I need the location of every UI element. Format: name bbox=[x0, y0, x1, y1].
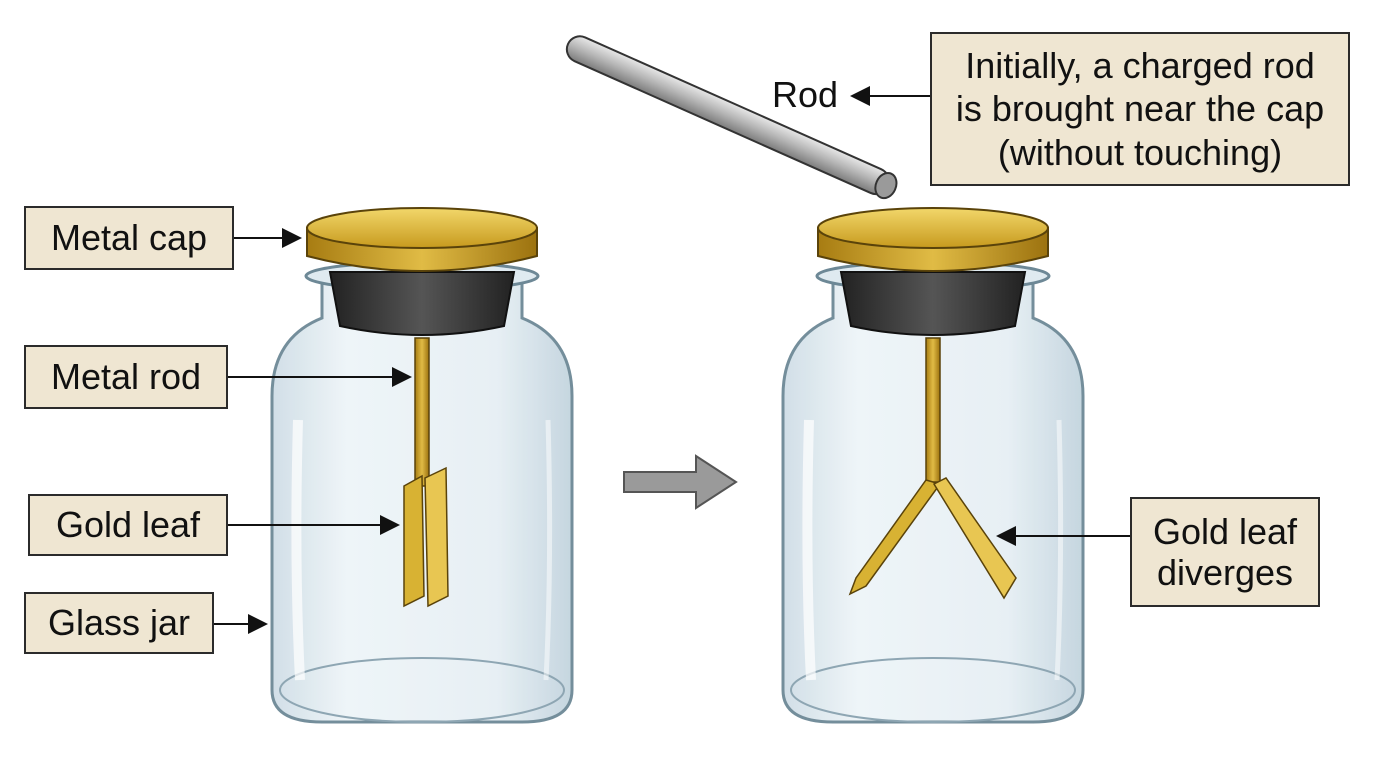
rod-label: Rod bbox=[772, 74, 839, 115]
metal-rod-label: Metal rod bbox=[24, 345, 228, 409]
right-gold-leaf-diverged bbox=[848, 477, 1017, 600]
leader-arrows bbox=[214, 86, 1130, 634]
right-glass-jar bbox=[781, 280, 1085, 724]
right-electroscope bbox=[781, 207, 1085, 724]
right-metal-cap bbox=[817, 207, 1049, 272]
metal-cap-label: Metal cap bbox=[24, 206, 234, 270]
left-electroscope bbox=[270, 207, 574, 724]
left-stopper bbox=[328, 271, 516, 336]
left-metal-cap bbox=[306, 207, 538, 272]
glass-jar-label: Glass jar bbox=[24, 592, 214, 654]
gold-leaf-label: Gold leaf bbox=[28, 494, 228, 556]
gold-leaf-diverges-label: Gold leaf diverges bbox=[1130, 497, 1320, 607]
right-metal-rod bbox=[925, 337, 941, 483]
left-metal-rod bbox=[414, 337, 430, 487]
left-gold-leaf bbox=[403, 466, 449, 608]
note-box: Initially, a charged rod is brought near… bbox=[930, 32, 1350, 186]
transition-arrow bbox=[623, 454, 738, 510]
right-stopper bbox=[839, 271, 1027, 336]
charged-rod bbox=[565, 35, 898, 200]
